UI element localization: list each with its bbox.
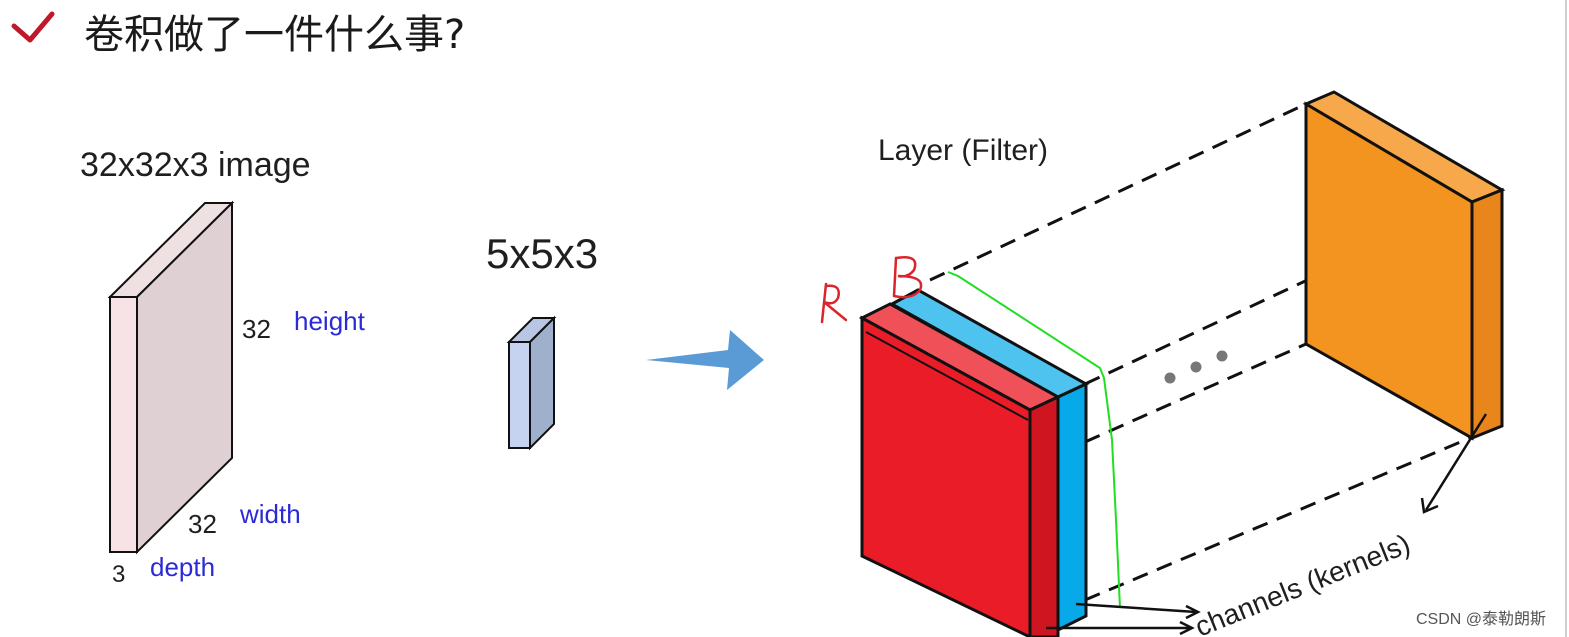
watermark-text: CSDN @泰勒朗斯 — [1416, 610, 1546, 628]
red-layer-inner-edge — [865, 331, 1029, 421]
filter-side-face — [529, 315, 555, 451]
filter-block: 5x5x3 — [486, 230, 598, 451]
height-value: 32 — [242, 314, 271, 344]
height-label: height — [294, 306, 366, 336]
filter-label: 5x5x3 — [486, 230, 598, 277]
image-label: 32x32x3 image — [80, 146, 311, 184]
check-icon — [11, 11, 55, 43]
arrow-icon — [646, 330, 764, 390]
page-title: 卷积做了一件什么事? — [84, 12, 465, 58]
orange-layer-front — [1304, 101, 1474, 441]
pointer-arrows — [1046, 413, 1488, 636]
handwritten-annotations: R B — [820, 256, 923, 324]
filter-front-face — [508, 341, 531, 449]
annotation-r: R — [820, 299, 821, 301]
image-front-face — [109, 296, 138, 553]
ellipsis-dots — [1164, 350, 1228, 384]
green-annotation-line — [947, 271, 1121, 609]
width-label: width — [239, 499, 301, 529]
depth-value: 3 — [112, 561, 125, 588]
header: 卷积做了一件什么事? — [11, 11, 465, 58]
blue-layer-side — [1056, 381, 1088, 633]
annotation-b-mark — [892, 256, 923, 299]
depth-label: depth — [150, 552, 215, 582]
projection-lines — [929, 102, 1501, 602]
annotation-r-mark — [820, 282, 848, 324]
input-image-block: 32x32x3 image 32 height 32 width 3 depth — [80, 146, 366, 588]
orange-layer-side — [1470, 187, 1504, 441]
layer-label: Layer (Filter) — [878, 134, 1048, 167]
channels-label: channels (kernels) — [1191, 528, 1415, 637]
width-value: 32 — [188, 509, 217, 539]
red-layer-side — [1028, 394, 1060, 637]
layer-filter-group: Layer (Filter) R B — [820, 90, 1506, 637]
